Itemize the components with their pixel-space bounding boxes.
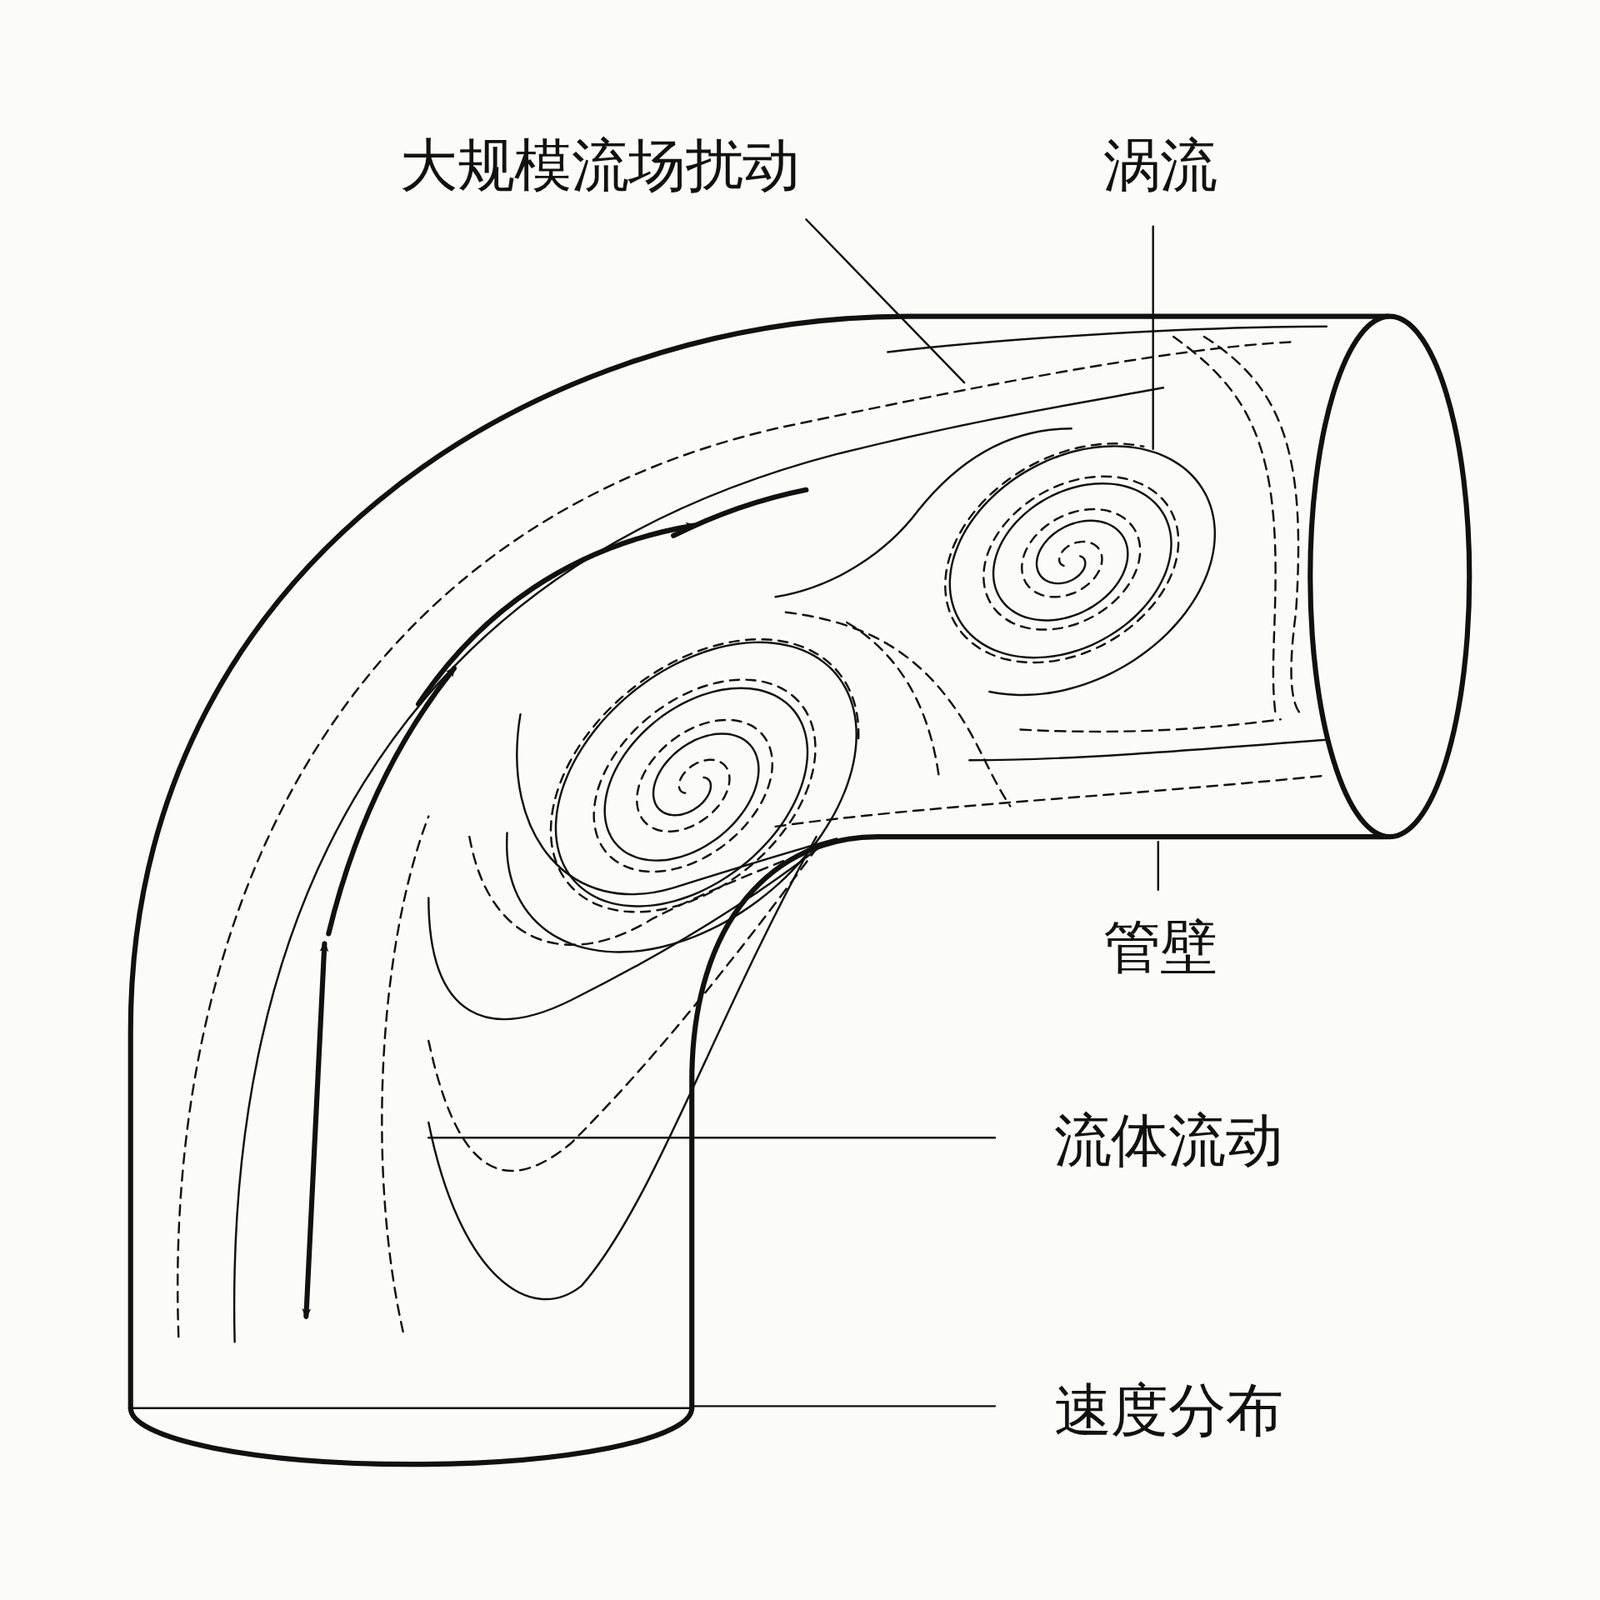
streamline — [846, 622, 939, 776]
inner-wall — [691, 836, 1388, 1409]
vortex-spiral — [945, 443, 1179, 663]
outer-wall — [130, 316, 1389, 1409]
leader-line — [805, 219, 965, 383]
inlet-rim — [130, 1408, 692, 1465]
vortex-spiral — [550, 639, 859, 912]
streamline — [234, 387, 1164, 1342]
inlet-rim-top — [130, 1407, 692, 1410]
callout-label: 管壁 — [1103, 918, 1218, 976]
callout-label: 速度分布 — [1054, 1381, 1283, 1440]
leader-line — [1157, 841, 1160, 890]
leader-line — [1151, 226, 1154, 450]
streamline — [469, 836, 832, 945]
streamline — [381, 816, 429, 1332]
streamline — [887, 326, 1327, 353]
streamline — [785, 612, 1010, 807]
flow-arrow — [328, 668, 455, 934]
callout-label: 大规模流场扰动 — [400, 136, 800, 195]
streamline — [775, 775, 1327, 827]
streamline — [1173, 336, 1275, 715]
streamline — [969, 740, 1327, 760]
callout-label: 流体流动 — [1054, 1112, 1283, 1170]
vortex-spiral — [506, 642, 857, 953]
flow-arrow — [673, 490, 806, 536]
outlet-rim — [1310, 316, 1470, 837]
vortex-spiral — [950, 445, 1215, 695]
leader-line — [691, 1405, 995, 1407]
streamline — [1020, 719, 1281, 732]
streamline — [1204, 336, 1301, 715]
callout-label: 涡流 — [1103, 136, 1218, 195]
velocity-arrow — [305, 944, 325, 1317]
streamline — [177, 341, 1296, 1337]
leader-line — [428, 1136, 995, 1139]
